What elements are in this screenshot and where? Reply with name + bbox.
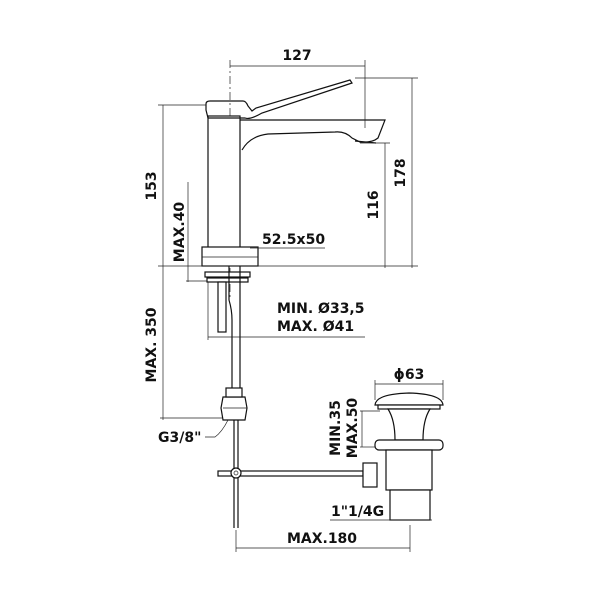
dim-body-height: 153 <box>144 171 160 200</box>
waste-cap <box>374 392 444 406</box>
dim-hose-thread: G3/8" <box>158 430 201 446</box>
fixing-nut <box>204 271 251 278</box>
dim-hose-length: MAX. 350 <box>144 307 160 382</box>
dim-waste-min: MIN.35 <box>328 400 344 456</box>
spout <box>240 119 386 151</box>
fixing-stud <box>217 281 227 333</box>
dim-waste-thread: 1"1/4G <box>331 504 384 520</box>
hose-nut <box>220 396 248 421</box>
faucet-body <box>201 79 386 421</box>
overflow-connector <box>362 462 378 488</box>
dim-waste-diameter: ϕ63 <box>394 367 425 383</box>
dim-hole-max: MAX. Ø41 <box>277 319 354 335</box>
lever-handle <box>205 79 353 120</box>
flex-hose <box>228 266 241 395</box>
dim-waste-max: MAX.50 <box>345 398 361 459</box>
base-flange <box>201 246 259 267</box>
dim-hole-min: MIN. Ø33,5 <box>277 301 365 317</box>
dim-spout-height: 116 <box>366 190 382 219</box>
dim-spout-reach: 127 <box>282 48 311 64</box>
dim-total-height: 178 <box>393 158 409 187</box>
waste-valve <box>362 392 444 521</box>
dim-base-size: 52.5x50 <box>262 232 325 248</box>
dimension-lines <box>158 60 444 552</box>
dim-max-deck: MAX.40 <box>172 202 188 263</box>
dim-rod-length: MAX.180 <box>287 531 357 547</box>
popup-rod <box>217 420 364 528</box>
